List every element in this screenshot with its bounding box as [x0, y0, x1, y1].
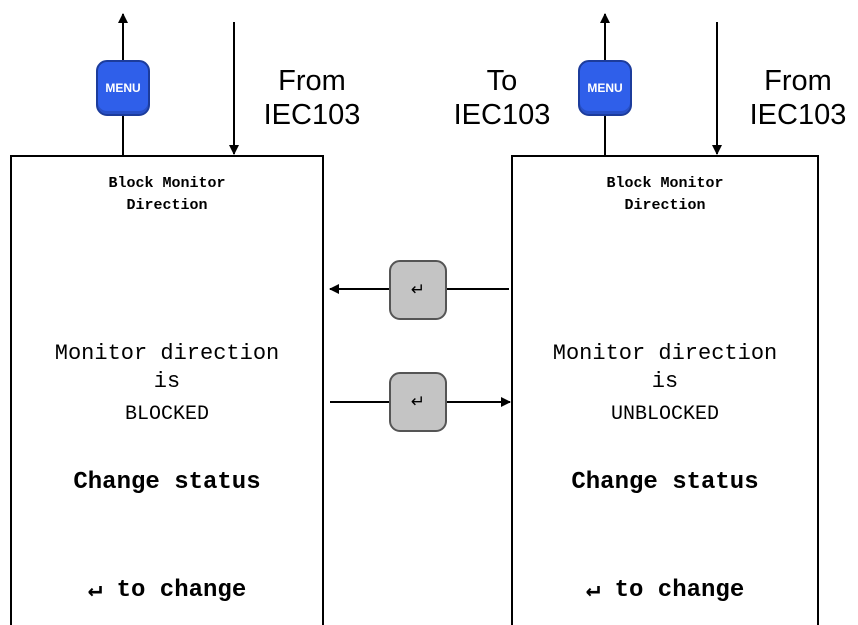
status-line-1: Monitor direction	[54, 341, 280, 366]
change-status-option[interactable]: Change status	[73, 469, 261, 496]
right-from-iec-label: From IEC103	[749, 65, 847, 131]
status-line-1: Monitor direction	[552, 341, 778, 366]
right-to-iec-label: To IEC103	[453, 65, 551, 131]
change-status-option[interactable]: Change status	[571, 469, 759, 496]
status-line-2: is	[651, 369, 679, 394]
change-hint: ↵ to change	[585, 577, 745, 604]
left-screen-panel: Block Monitor Direction Monitor directio…	[10, 155, 324, 625]
change-hint: ↵ to change	[87, 577, 247, 604]
right-screen-panel: Block Monitor Direction Monitor directio…	[511, 155, 819, 625]
enter-button-block[interactable]: ↵	[389, 372, 447, 432]
left-from-iec-label: From IEC103	[263, 65, 361, 131]
right-menu-button[interactable]: MENU	[578, 60, 632, 116]
left-menu-button[interactable]: MENU	[96, 60, 150, 116]
panel-title: Block Monitor Direction	[606, 175, 724, 214]
panel-title: Block Monitor Direction	[108, 175, 226, 214]
status-value: UNBLOCKED	[610, 403, 720, 426]
enter-button-unblock[interactable]: ↵	[389, 260, 447, 320]
menu-button-label: MENU	[105, 81, 141, 95]
enter-icon: ↵	[410, 392, 426, 412]
status-value: BLOCKED	[124, 403, 209, 426]
enter-icon: ↵	[410, 280, 426, 300]
status-line-2: is	[153, 369, 181, 394]
menu-button-label: MENU	[587, 81, 623, 95]
